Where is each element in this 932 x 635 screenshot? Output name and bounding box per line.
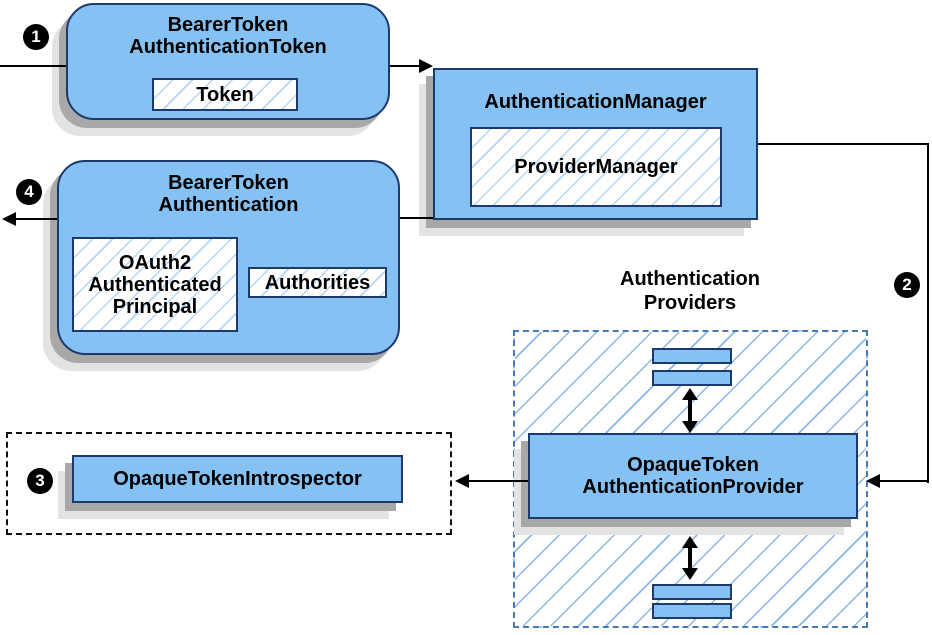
arrow-up-icon — [682, 388, 698, 400]
authorities-label: Authorities — [264, 271, 371, 294]
connector-provider-to-introspector — [469, 480, 528, 482]
introspector-dashed-container — [6, 432, 452, 535]
token-box: Token — [152, 78, 298, 111]
connector-into-provider — [880, 480, 929, 482]
connector-manager-to-authentication — [400, 217, 433, 219]
bidirectional-arrow-top — [682, 388, 698, 433]
authentication-providers-title-line1: Authentication — [620, 268, 760, 290]
opaque-token-authentication-provider-line1: OpaqueToken — [627, 454, 759, 476]
arrow-down-icon — [682, 421, 698, 433]
arrow-up-icon — [682, 536, 698, 548]
step-badge-4: 4 — [16, 179, 42, 205]
connector-right-vertical — [927, 143, 929, 483]
arrowhead-right-icon — [419, 59, 433, 73]
connector-authentication-out — [15, 218, 57, 220]
authorities-box: Authorities — [248, 267, 387, 298]
bearer-token-authentication-token-box: BearerToken AuthenticationToken — [66, 3, 390, 120]
bearer-token-authentication-token-title-line1: BearerToken — [167, 14, 289, 36]
provider-placeholder-bar — [652, 584, 732, 600]
arrowhead-left-icon — [866, 474, 880, 488]
token-label: Token — [196, 83, 254, 106]
bearer-token-authentication-title-line1: BearerToken — [168, 172, 289, 194]
opaque-token-authentication-provider-line2: AuthenticationProvider — [582, 476, 804, 498]
bearer-token-authentication-title-line2: Authentication — [158, 194, 299, 216]
provider-placeholder-bar — [652, 603, 732, 619]
bidirectional-arrow-bottom — [682, 536, 698, 580]
bearer-token-authentication-token-title-line2: AuthenticationToken — [129, 36, 327, 58]
opaque-token-introspector-label: OpaqueTokenIntrospector — [113, 468, 362, 490]
opaque-token-authentication-provider-box: OpaqueToken AuthenticationProvider — [528, 433, 858, 519]
authentication-providers-title-line2: Providers — [643, 292, 737, 314]
arrow-down-icon — [682, 568, 698, 580]
connector-token-to-manager — [390, 65, 419, 67]
principal-line1: OAuth2 — [118, 251, 192, 274]
opaque-token-introspector-box: OpaqueTokenIntrospector — [72, 455, 403, 503]
connector-request-in — [0, 65, 66, 67]
step-badge-1: 1 — [23, 24, 49, 50]
provider-manager-label: ProviderManager — [514, 156, 678, 178]
step-badge-3: 3 — [27, 468, 53, 494]
provider-placeholder-bar — [652, 370, 732, 386]
arrowhead-left-icon — [455, 474, 469, 488]
authentication-manager-title: AuthenticationManager — [484, 91, 707, 113]
provider-manager-box: ProviderManager — [470, 127, 722, 207]
provider-placeholder-bar — [652, 348, 732, 364]
principal-line2: Authenticated — [88, 273, 222, 296]
principal-line3: Principal — [112, 295, 198, 318]
arrowhead-left-icon — [2, 212, 16, 226]
step-badge-2: 2 — [894, 272, 920, 298]
connector-manager-right — [758, 143, 929, 145]
authentication-providers-title: Authentication Providers — [578, 267, 802, 315]
oauth2-authenticated-principal-box: OAuth2 Authenticated Principal — [72, 237, 238, 332]
